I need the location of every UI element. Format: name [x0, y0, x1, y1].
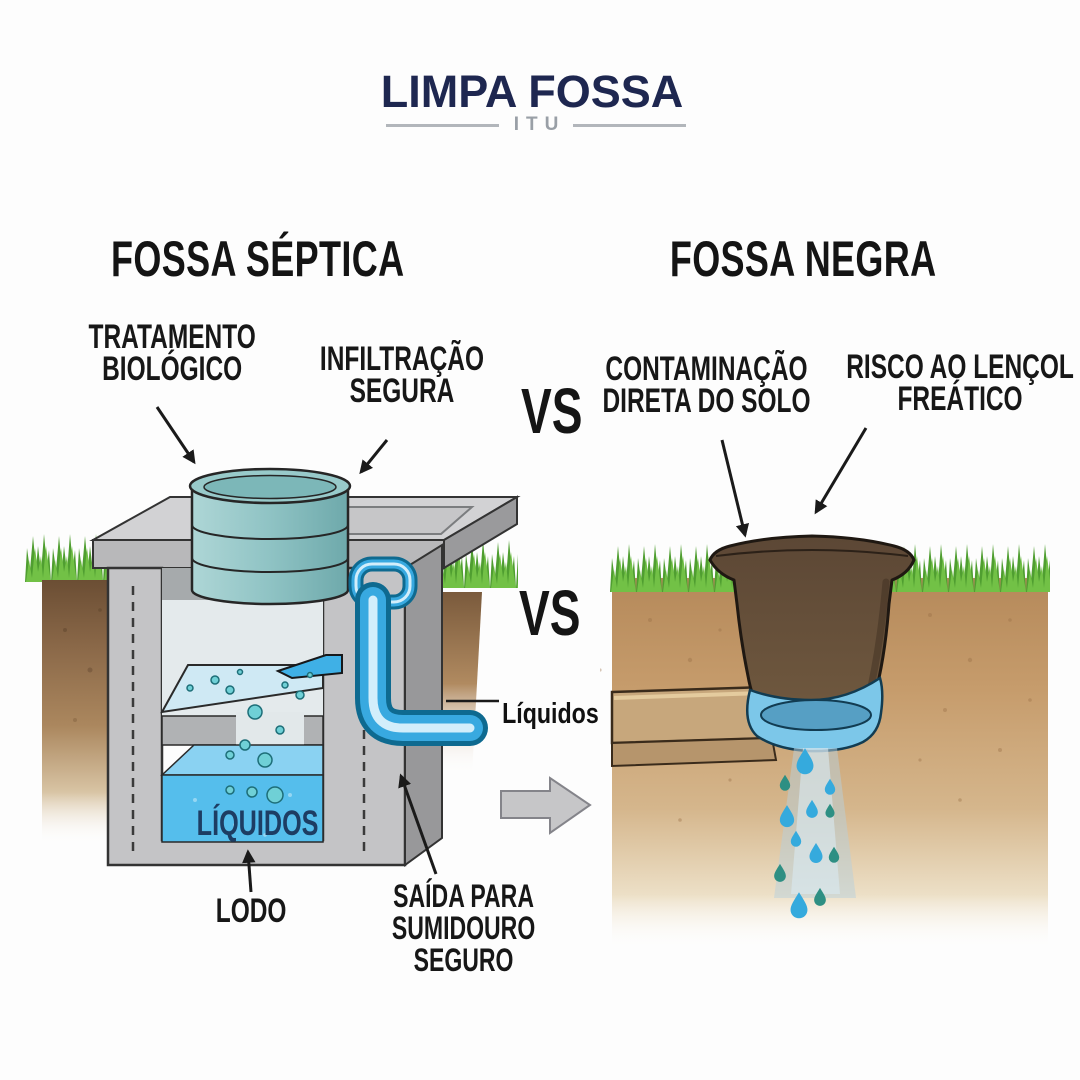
vs-top: VS: [521, 375, 583, 447]
logo-subtitle: ITU: [386, 114, 687, 136]
inflow-pipe: [610, 685, 778, 768]
inlet-wedge: [275, 654, 343, 680]
left-section-title: FOSSA SÉPTICA: [111, 231, 405, 287]
label-contaminacao-solo: CONTAMINAÇÃO DIRETA DO SOLO: [601, 350, 811, 420]
logo-left-rule: [386, 123, 499, 127]
lower-chamber-liquids: [161, 774, 324, 843]
tank-interior: [160, 568, 343, 843]
soil-left: [42, 580, 118, 845]
label-liquidos-tank: LÍQUIDOS: [197, 804, 319, 843]
label-risco-lencol-freatico: RISCO AO LENÇOL FREÁTICO: [846, 348, 1074, 418]
risco-arrow: [814, 427, 868, 515]
right-section-title: FOSSA NEGRA: [669, 231, 937, 287]
outlet-pipe: [348, 556, 488, 746]
label-saida-sumidouro: SAÍDA PARA SUMIDOURO SEGURO: [392, 878, 536, 978]
black-pit-illustration: [600, 532, 1050, 950]
label-lodo: LODO: [215, 892, 287, 930]
logo-title: LIMPA FOSSA: [332, 66, 732, 118]
logo-subtitle-text: ITU: [513, 114, 566, 135]
vs-middle: VS: [519, 577, 581, 649]
pit-water-pool: [745, 676, 884, 753]
bubbles: [186, 668, 314, 804]
label-infiltracao-segura: INFILTRAÇÃO SEGURA: [319, 340, 485, 410]
label-tratamento-biologico: TRATAMENTO BIOLÓGICO: [88, 318, 256, 388]
label-liquidos-pipe: Líquidos: [501, 698, 599, 730]
logo-right-rule: [573, 123, 687, 127]
teal-riser-cylinder: [188, 467, 352, 606]
logo-title-text: LIMPA FOSSA: [380, 66, 684, 117]
